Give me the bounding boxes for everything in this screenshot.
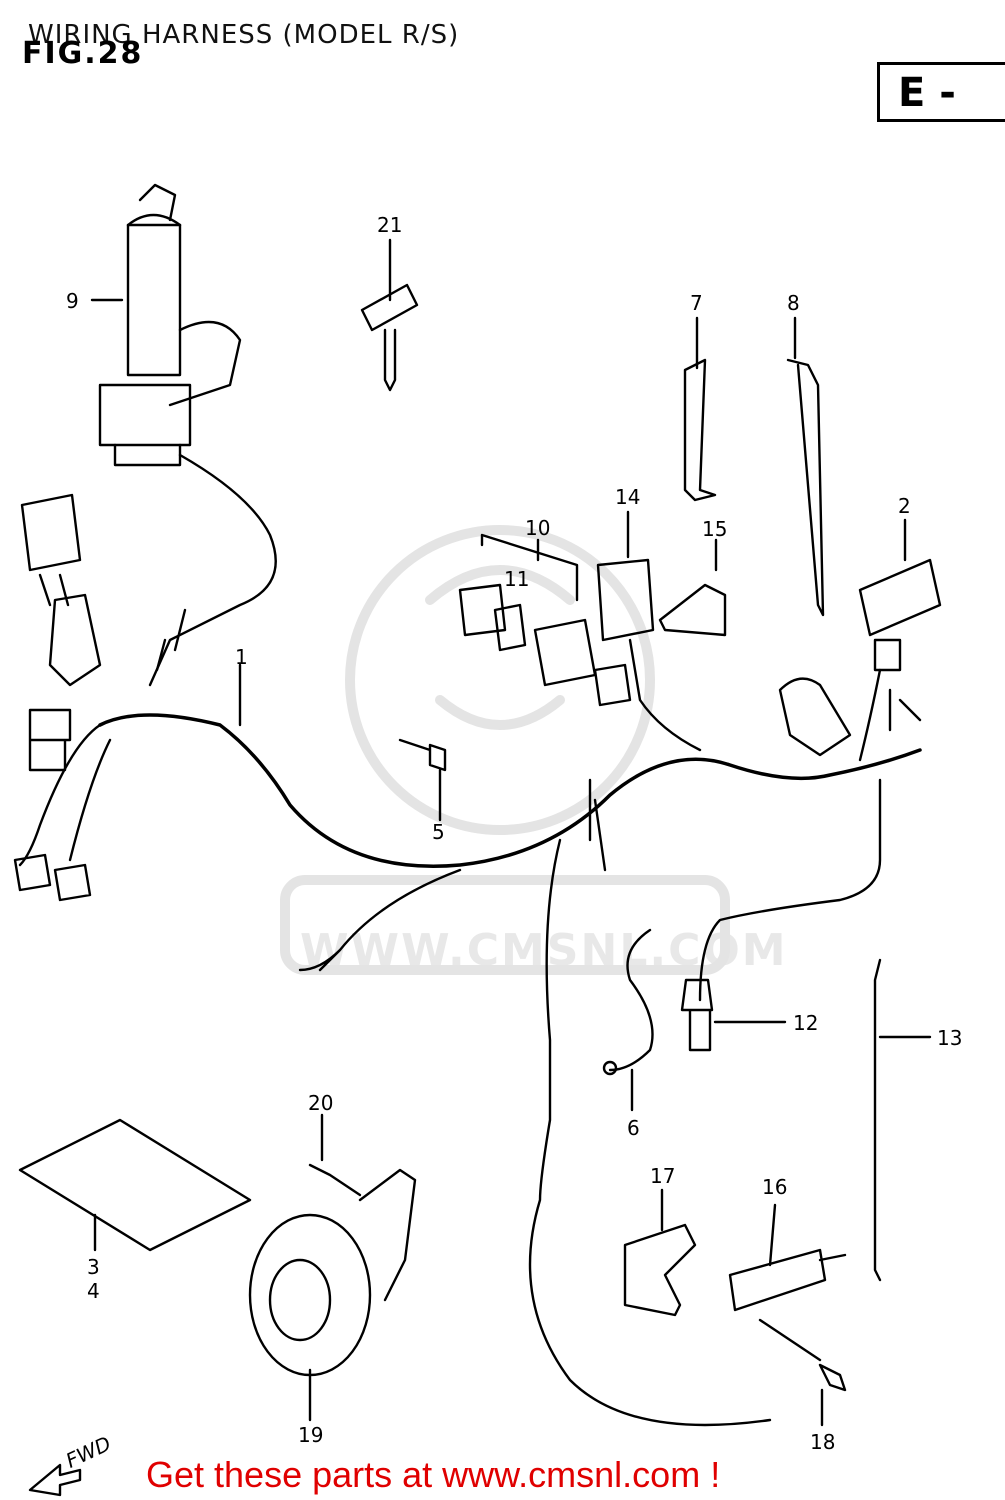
callout-14: 14 bbox=[615, 485, 641, 509]
connector-coupler bbox=[858, 558, 942, 672]
section-box: E - bbox=[877, 62, 1005, 122]
wire-clamp bbox=[683, 358, 717, 502]
horn bbox=[248, 1168, 417, 1377]
callout-9: 9 bbox=[66, 289, 79, 313]
left-connectors bbox=[13, 493, 102, 902]
callout-1: 1 bbox=[235, 645, 248, 669]
page-title: WIRING HARNESS (MODEL R/S) bbox=[28, 20, 460, 50]
ignition-switch bbox=[98, 183, 242, 467]
callout-8: 8 bbox=[787, 291, 800, 315]
callout-20: 20 bbox=[308, 1091, 334, 1115]
callout-16: 16 bbox=[762, 1175, 788, 1199]
rear-brake-switch bbox=[728, 1248, 847, 1312]
main-harness bbox=[98, 713, 922, 868]
label-sheet bbox=[18, 1118, 252, 1252]
bolt bbox=[398, 738, 447, 772]
cable-tie bbox=[786, 358, 825, 617]
callout-18: 18 bbox=[810, 1430, 836, 1454]
callout-2: 2 bbox=[898, 494, 911, 518]
callout-6: 6 bbox=[627, 1116, 640, 1140]
relay-connectors bbox=[458, 533, 632, 707]
callout-15: 15 bbox=[702, 517, 728, 541]
clamp-band bbox=[873, 958, 882, 1282]
callout-19: 19 bbox=[298, 1423, 324, 1447]
ground-wire bbox=[608, 928, 654, 1072]
watermark-logo bbox=[280, 525, 730, 975]
horn-bolt bbox=[308, 1163, 362, 1197]
callout-13: 13 bbox=[937, 1026, 963, 1050]
callout-7: 7 bbox=[690, 291, 703, 315]
callout-4: 4 bbox=[87, 1279, 100, 1303]
relay bbox=[596, 558, 702, 752]
callout-17: 17 bbox=[650, 1164, 676, 1188]
neutral-switch bbox=[680, 978, 714, 1052]
relay-bracket bbox=[658, 583, 727, 637]
callout-10: 10 bbox=[525, 516, 551, 540]
switch-bracket bbox=[623, 1223, 697, 1317]
ignition-key bbox=[360, 283, 419, 392]
ignition-wire bbox=[148, 453, 277, 687]
callout-21: 21 bbox=[377, 213, 403, 237]
callout-3: 3 bbox=[87, 1255, 100, 1279]
footer-link[interactable]: Get these parts at www.cmsnl.com ! bbox=[146, 1454, 721, 1495]
callout-12: 12 bbox=[793, 1011, 819, 1035]
figure-number: FIG.28 bbox=[22, 36, 144, 71]
callout-5: 5 bbox=[432, 820, 445, 844]
fwd-arrow bbox=[28, 1463, 82, 1497]
callout-11: 11 bbox=[504, 567, 530, 591]
screw bbox=[818, 1363, 847, 1392]
